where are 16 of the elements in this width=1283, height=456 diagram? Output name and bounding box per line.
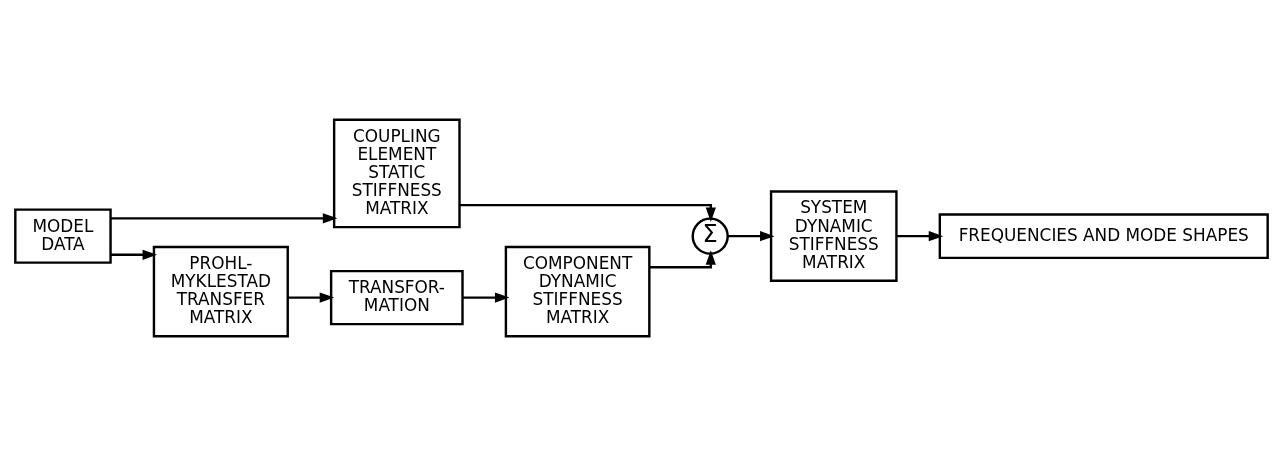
arrow	[727, 231, 775, 242]
node-box: MODEL DATA	[14, 208, 112, 264]
node-circle: Σ	[691, 217, 729, 255]
arrow	[896, 231, 944, 242]
node-box: COUPLING ELEMENT STATIC STIFFNESS MATRIX	[332, 118, 461, 229]
node-box: FREQUENCIES AND MODE SHAPES	[938, 213, 1269, 260]
arrow	[459, 203, 716, 223]
node-box: COMPONENT DYNAMIC STIFFNESS MATRIX	[504, 245, 651, 338]
node-box: PROHL- MYKLESTAD TRANSFER MATRIX	[152, 245, 289, 338]
arrow	[287, 292, 335, 303]
arrow	[649, 250, 716, 269]
arrow	[110, 213, 338, 224]
arrow	[462, 292, 510, 303]
arrow	[110, 249, 158, 260]
node-box: SYSTEM DYNAMIC STIFFNESS MATRIX	[769, 190, 898, 282]
node-box: TRANSFOR- MATION	[329, 269, 464, 326]
